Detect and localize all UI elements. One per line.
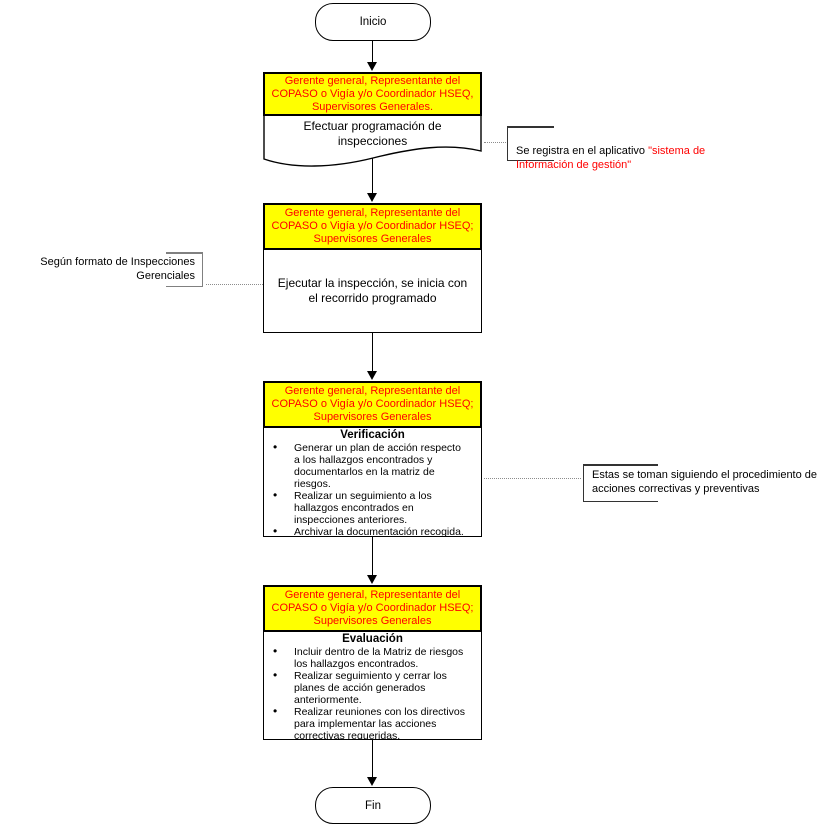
note3-bracket [583, 464, 658, 502]
step-box-verificacion: Gerente general, Representante del COPAS… [263, 381, 482, 537]
note-registro-aplicativo: Se registra en el aplicativo "sistema de… [516, 130, 731, 172]
step3-bullet-2: Realizar un seguimiento a los hallazgos … [264, 489, 481, 526]
step3-bullet-1: Generar un plan de acción respecto a los… [264, 441, 481, 490]
dotted-connector-2 [206, 284, 263, 285]
flow-arrow-1 [367, 40, 378, 71]
note-procedimiento-acciones: Estas se toman siguiendo el procedimient… [592, 469, 818, 495]
start-label: Inicio [359, 16, 387, 28]
step2-action-text: Ejecutar la inspección, se inicia con el… [263, 250, 482, 333]
end-terminal: Fin [315, 787, 431, 824]
flow-arrow-4 [367, 537, 378, 584]
start-terminal: Inicio [315, 3, 431, 41]
step3-title: Verificación [340, 429, 405, 441]
step4-title: Evaluación [342, 633, 403, 645]
flow-arrow-3 [367, 333, 378, 380]
flow-arrow-2 [367, 158, 378, 202]
step-box-evaluacion: Gerente general, Representante del COPAS… [263, 585, 482, 740]
step1-actor-header: Gerente general, Representante del COPAS… [271, 74, 474, 113]
step3-bullet-3: Archivar la documentación recogida. [264, 525, 481, 536]
note1-text-red: "sistema de Información de gestión" [516, 145, 706, 171]
dotted-connector-1 [484, 142, 506, 143]
step4-actor-header: Gerente general, Representante del COPAS… [263, 585, 482, 632]
step4-body: Evaluación Incluir dentro de la Matriz d… [263, 632, 482, 740]
note2-bracket [166, 252, 203, 287]
step4-bullet-3: Realizar reuniones con los directivos pa… [264, 705, 481, 739]
note-formato-inspecciones: Según formato de Inspecciones Gerenciale… [40, 256, 195, 282]
step2-actor-header: Gerente general, Representante del COPAS… [263, 203, 482, 250]
end-label: Fin [365, 799, 381, 812]
step3-bullet-list: Generar un plan de acción respecto a los… [264, 441, 481, 536]
step3-body: Verificación Generar un plan de acción r… [263, 428, 482, 537]
dotted-connector-3 [484, 478, 581, 479]
step4-bullet-1: Incluir dentro de la Matriz de riesgos l… [264, 645, 481, 670]
note1-bracket [507, 126, 554, 161]
step4-bullet-list: Incluir dentro de la Matriz de riesgos l… [264, 645, 481, 739]
step4-bullet-2: Realizar seguimiento y cerrar los planes… [264, 669, 481, 706]
step-box-ejecucion: Gerente general, Representante del COPAS… [263, 203, 482, 333]
note1-text-black: Se registra en el aplicativo [516, 145, 649, 157]
document-shape [263, 72, 482, 167]
step1-action-text: Efectuar programación de inspecciones [303, 119, 442, 148]
step3-actor-header: Gerente general, Representante del COPAS… [263, 381, 482, 428]
flow-arrow-5 [367, 740, 378, 786]
